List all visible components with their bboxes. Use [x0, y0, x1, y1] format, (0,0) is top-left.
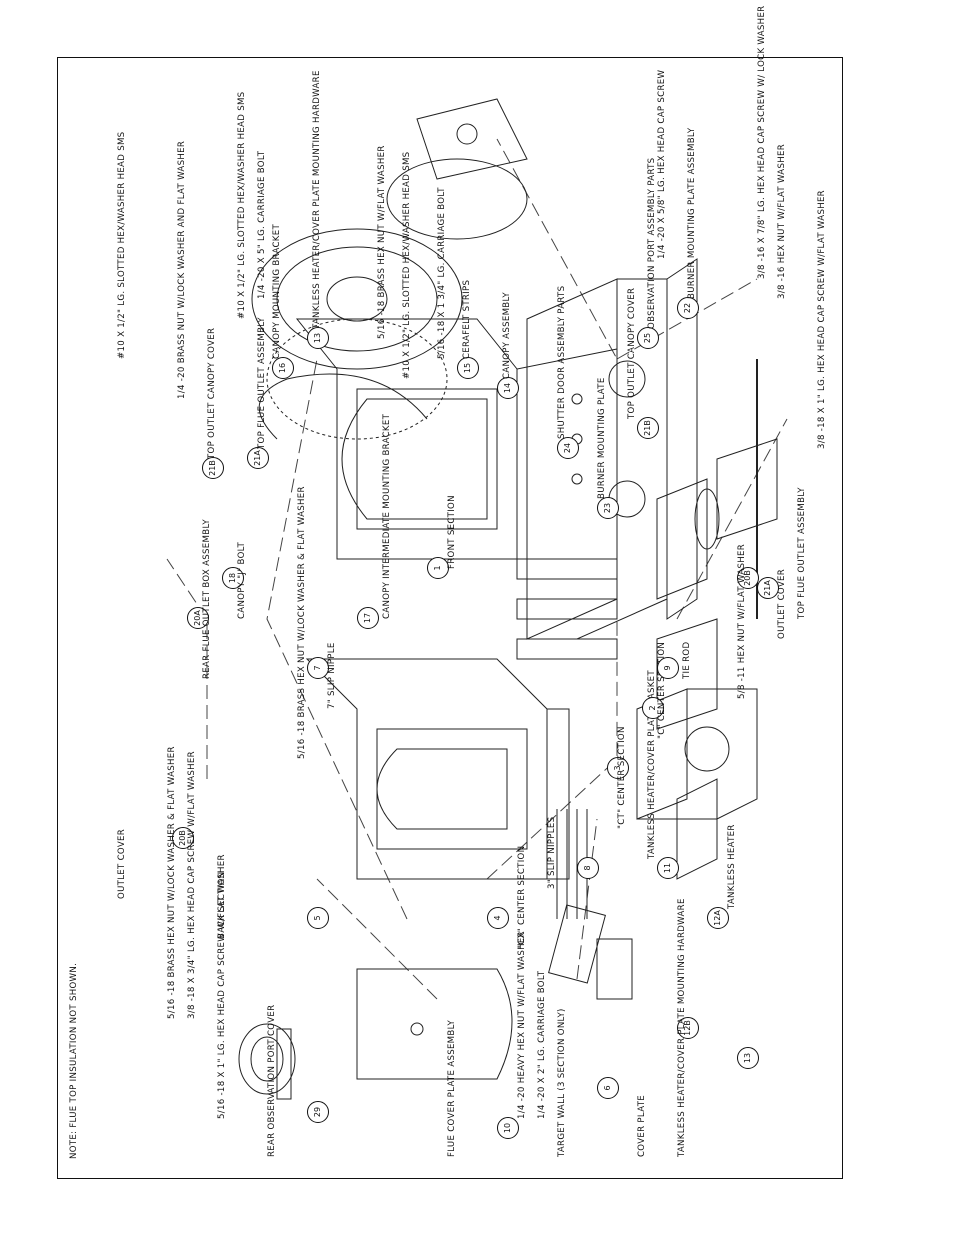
- callout-12A: 12A: [707, 907, 729, 929]
- hardware-7: 1/4 -20 BRASS NUT W/LOCK WASHER AND FLAT…: [177, 140, 187, 399]
- label-12A: TANKLESS HEATER: [727, 824, 737, 909]
- callout-25: 22: [677, 297, 699, 319]
- label-20B: OUTLET COVER: [117, 829, 127, 899]
- target-wall-shape: [356, 968, 513, 1080]
- callout-29: 29: [307, 1101, 329, 1123]
- hardware-3: 1/4 -20 X 2" LG. CARRIAGE BOLT: [537, 970, 547, 1119]
- label-22: OUTLET COVER: [777, 569, 787, 639]
- callout-27: 24: [557, 437, 579, 459]
- label-29: REAR OBSERVATION PORT COVER: [267, 1004, 277, 1157]
- label-1: FRONT SECTION: [447, 495, 457, 569]
- callout-17: 16: [272, 357, 294, 379]
- hardware-6: #10 X 1/2" LG. SLOTTED HEX/WASHER HEAD S…: [117, 131, 127, 359]
- label-24: TOP OUTLET CANOPY COVER: [627, 287, 637, 419]
- exploded-view-canvas: NOTE: FLUE TOP INSULATION NOT SHOWN. 29 …: [57, 6, 843, 1179]
- hardware-14: 3/8 -18 X 1" LG. HEX HEAD CAP SCREW W/FL…: [817, 190, 827, 449]
- callout-21B: 21B: [202, 457, 224, 479]
- label-13: TANKLESS HEATER/COVER PLATE MOUNTING HAR…: [677, 898, 687, 1157]
- label-10: FLUE COVER PLATE ASSEMBLY: [447, 1019, 457, 1157]
- callout-6: 6: [597, 1077, 619, 1099]
- label-25: BURNER MOUNTING PLATE ASSEMBLY: [687, 127, 697, 299]
- callout-18: 17: [357, 607, 379, 629]
- hardware-11: #10 X 1/2" LG. SLOTTED HEX/WASHER HEAD S…: [402, 151, 412, 379]
- canopy-shape: [526, 258, 698, 640]
- tankless-heater-shape: [548, 809, 633, 1000]
- label-21B: TOP OUTLET CANOPY COVER: [207, 327, 217, 459]
- callout-13: 13: [737, 1047, 759, 1069]
- hardware-0: 5/16 -18 X 1" LG. HEX HEAD CAP SCREW W/F…: [217, 854, 227, 1119]
- hardware-10: 5/16 -18 BRASS HEX NUT W/FLAT WASHER: [377, 145, 387, 339]
- callout-4: 4: [487, 907, 509, 929]
- rear-observation-port-cover-shape: [238, 1023, 296, 1095]
- label-16: CERAFELT STRIPS: [462, 279, 472, 359]
- callout-11: 11: [657, 857, 679, 879]
- label-27: SHUTTER DOOR ASSEMBLY PARTS: [557, 285, 567, 439]
- callout-24: 21B: [637, 417, 659, 439]
- callout-15: 14: [497, 377, 519, 399]
- label-14: TANKLESS HEATER/COVER PLATE MOUNTING HAR…: [312, 70, 322, 329]
- hardware-1: 5/16 -18 BRASS HEX NUT W/LOCK WASHER & F…: [167, 746, 177, 1019]
- label-20A: REAR FLUE OUTLET BOX ASSEMBLY: [202, 519, 212, 679]
- hardware-5: 5/16 -18 BRASS HEX NUT W/LOCK WASHER & F…: [297, 486, 307, 759]
- callout-8: 8: [577, 857, 599, 879]
- callout-28: 25: [637, 327, 659, 349]
- label-19: CANOPY "J" BOLT: [237, 541, 247, 619]
- label-6: TARGET WALL (3 SECTION ONLY): [557, 1008, 567, 1157]
- callout-10: 10: [497, 1117, 519, 1139]
- callout-21A: 21A: [247, 447, 269, 469]
- hardware-9: 1/4 -20 X 5" LG. CARRIAGE BOLT: [257, 150, 267, 299]
- hardware-17: 3/8 -16 HEX NUT W/FLAT WASHER: [777, 144, 787, 299]
- hardware-13: 5/8 -11 HEX NUT W/FLAT WASHER: [737, 544, 747, 699]
- label-15: CANOPY ASSEMBLY: [502, 292, 512, 379]
- callout-7: 7: [307, 657, 329, 679]
- label-12B: COVER PLATE: [637, 1095, 647, 1157]
- hardware-4: 1/4 -20 HEAVY HEX NUT W/FLAT WASHER: [517, 931, 527, 1119]
- label-18: CANOPY INTERMEDIATE MOUNTING BRACKET: [382, 413, 392, 619]
- label-23: TOP FLUE OUTLET ASSEMBLY: [797, 487, 807, 619]
- label-17: CANOPY MOUNTING BRACKET: [272, 223, 282, 359]
- hardware-12: 5/16 -18 X 1 3/4" LG. CARRIAGE BOLT: [437, 187, 447, 359]
- note-text: NOTE: FLUE TOP INSULATION NOT SHOWN.: [69, 962, 79, 1159]
- callout-26: 23: [597, 497, 619, 519]
- label-8: 3" SLIP NIPPLES: [547, 816, 557, 889]
- callout-1: 1: [427, 557, 449, 579]
- back-section-shape: [305, 658, 570, 880]
- flue-cover-plate-shape: [276, 1028, 292, 1100]
- top-flue-outlet-shape: [656, 438, 778, 600]
- burner-mounting-plate-shape: [251, 228, 463, 440]
- burner-adapter-plate-shape: [386, 98, 528, 240]
- hardware-2: 3/8 -18 X 3/4" LG. HEX HEAD CAP SCREW W/…: [187, 751, 197, 1019]
- label-26: BURNER MOUNTING PLATE: [597, 377, 607, 499]
- label-7: 7" SLIP NIPPLE: [327, 642, 337, 709]
- hardware-15: 1/4 -20 X 5/8" LG. HEX HEAD CAP SCREW: [657, 69, 667, 259]
- callout-23: 21A: [757, 577, 779, 599]
- hardware-16: 3/8 -16 X 7/8" LG. HEX HEAD CAP SCREW W/…: [757, 5, 767, 279]
- label-9: TIE ROD: [682, 641, 692, 679]
- label-3: "CT" CENTER SECTION: [617, 726, 627, 829]
- callout-5: 5: [307, 907, 329, 929]
- callout-16: 15: [457, 357, 479, 379]
- drawing-border: [57, 57, 843, 1179]
- callout-9: 9: [657, 657, 679, 679]
- label-28: OBSERVATION PORT ASSEMBLY PARTS: [647, 157, 657, 329]
- hardware-8: #10 X 1/2" LG. SLOTTED HEX/WASHER HEAD S…: [237, 91, 247, 319]
- callout-14: 13: [307, 327, 329, 349]
- rope-gasket-shape: [258, 373, 428, 440]
- label-21A: TOP FLUE OUTLET ASSEMBLY: [257, 317, 267, 449]
